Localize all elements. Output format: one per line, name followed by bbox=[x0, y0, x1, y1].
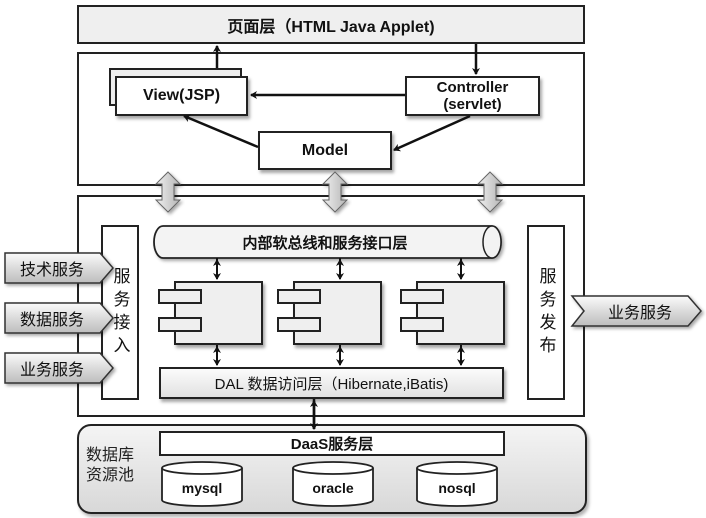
input-tag-tech-label: 技术服务 bbox=[19, 262, 84, 279]
service-publish-label: 服务发布 bbox=[536, 266, 556, 359]
db-mysql-label: mysql bbox=[181, 480, 223, 496]
daas-label: DaaS服务层 bbox=[290, 436, 374, 453]
page-layer: 页面层（HTML Java Applet) bbox=[77, 5, 585, 44]
component-3-port-top bbox=[400, 289, 444, 304]
output-tag-business[interactable]: 业务服务 bbox=[572, 296, 700, 326]
component-2-port-top bbox=[277, 289, 321, 304]
view-box[interactable]: View(JSP) bbox=[115, 76, 248, 116]
input-tag-data[interactable]: 数据服务 bbox=[5, 303, 113, 333]
service-access-label: 服务接入 bbox=[110, 266, 130, 359]
input-tag-business-label: 业务服务 bbox=[19, 362, 84, 379]
db-nosql[interactable]: nosql bbox=[417, 470, 497, 506]
internal-bus: 内部软总线和服务接口层 bbox=[160, 226, 490, 258]
controller-box[interactable]: Controller (servlet) bbox=[405, 76, 540, 116]
dal-label: DAL 数据访问层（Hibernate,iBatis) bbox=[214, 375, 449, 393]
internal-bus-label: 内部软总线和服务接口层 bbox=[242, 234, 408, 252]
database-pool-label: 数据库 资源池 bbox=[86, 446, 146, 486]
input-tag-business[interactable]: 业务服务 bbox=[5, 353, 113, 383]
database-pool-label-line2: 资源池 bbox=[86, 467, 135, 484]
db-oracle-label: oracle bbox=[312, 480, 354, 496]
database-pool-label-line1: 数据库 bbox=[86, 447, 135, 464]
model-label: Model bbox=[301, 141, 349, 159]
component-1[interactable] bbox=[174, 281, 263, 345]
input-tag-tech[interactable]: 技术服务 bbox=[5, 253, 113, 283]
input-tag-data-label: 数据服务 bbox=[19, 312, 84, 329]
service-publish-panel: 服务发布 bbox=[527, 225, 565, 400]
component-2-port-bottom bbox=[277, 317, 321, 332]
view-label: View(JSP) bbox=[142, 87, 221, 104]
daas-layer[interactable]: DaaS服务层 bbox=[159, 431, 505, 456]
controller-label: Controller bbox=[436, 79, 509, 96]
db-nosql-label: nosql bbox=[438, 480, 476, 496]
page-layer-label: 页面层（HTML Java Applet) bbox=[227, 18, 435, 36]
output-tag-business-label: 业务服务 bbox=[607, 305, 672, 322]
model-box[interactable]: Model bbox=[258, 131, 392, 170]
db-mysql[interactable]: mysql bbox=[162, 470, 242, 506]
component-1-port-bottom bbox=[158, 317, 202, 332]
dal-layer[interactable]: DAL 数据访问层（Hibernate,iBatis) bbox=[159, 367, 504, 399]
controller-sublabel: (servlet) bbox=[443, 96, 502, 113]
component-1-port-top bbox=[158, 289, 202, 304]
db-oracle[interactable]: oracle bbox=[293, 470, 373, 506]
component-3-port-bottom bbox=[400, 317, 444, 332]
